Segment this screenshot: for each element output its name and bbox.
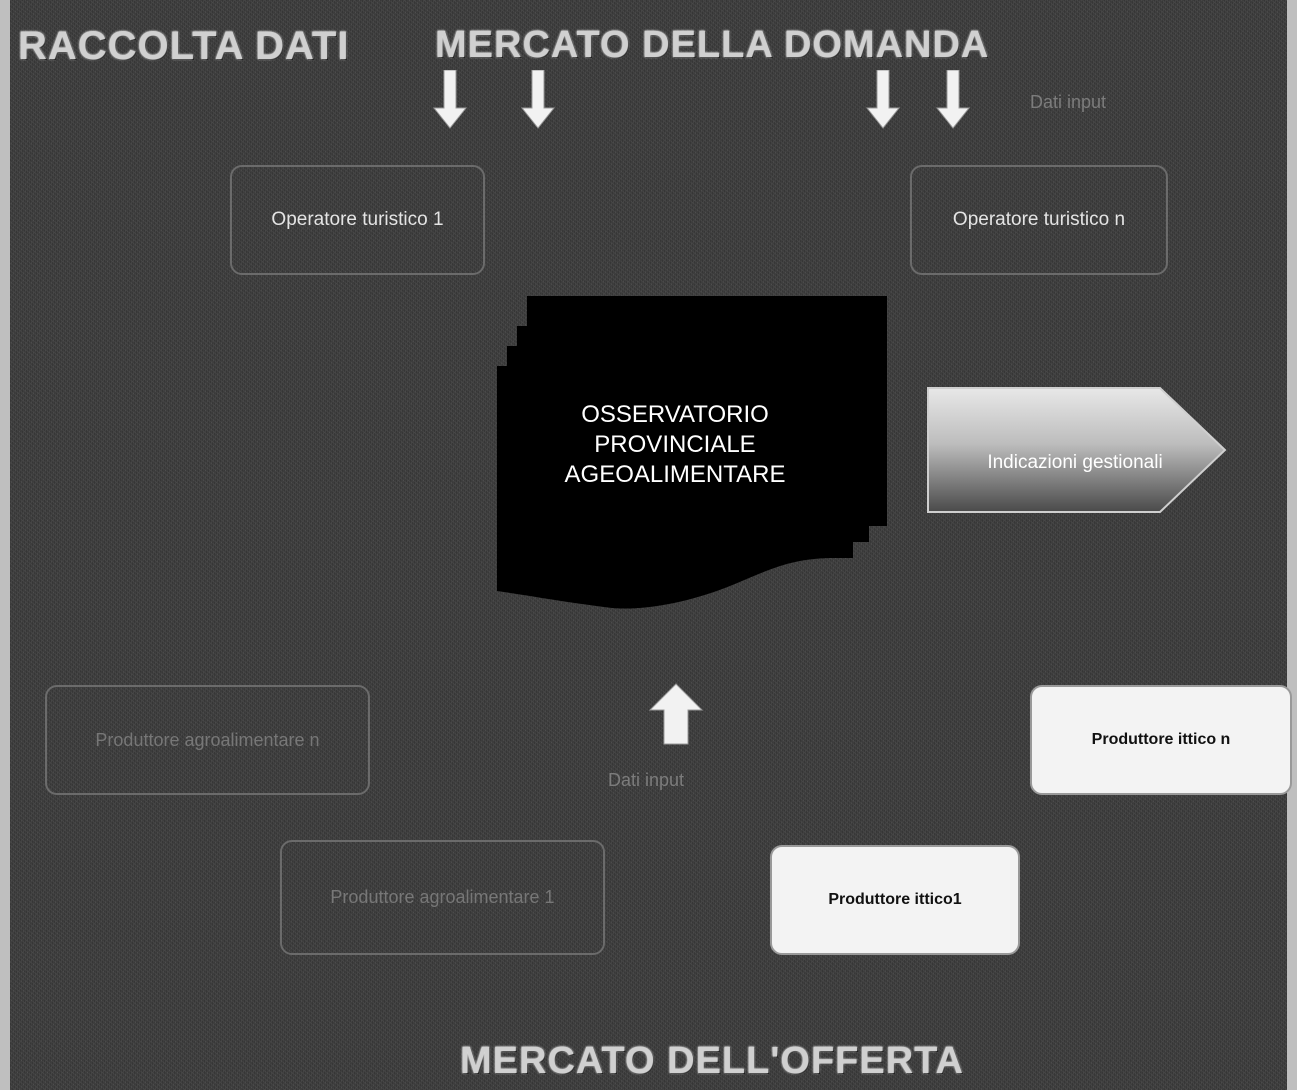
observatory-title: OSSERVATORIO PROVINCIALE AGEOALIMENTARE [510,400,840,490]
right-border [1287,0,1297,1090]
output-label: Indicazioni gestionali [987,452,1163,473]
output-arrow-shape [927,387,1227,513]
input-arrow-1 [432,70,468,129]
input-arrow-4 [935,70,971,129]
producer-fish-box-1: Produttore ittico1 [770,845,1020,955]
producer-agro-box-n: Produttore agroalimentare n [45,685,370,795]
left-border [0,0,10,1090]
producer-fish-box-n: Produttore ittico n [1030,685,1292,795]
operator-box-1: Operatore turistico 1 [230,165,485,275]
bottom-input-arrow [648,683,704,745]
producer-agro-box-1: Produttore agroalimentare 1 [280,840,605,955]
operator-box-n: Operatore turistico n [910,165,1168,275]
heading-supply-market: MERCATO DELL'OFFERTA [460,1040,964,1082]
observatory-line-1: OSSERVATORIO [581,401,769,428]
top-input-label: Dati input [1030,92,1107,112]
observatory-line-2: PROVINCIALE [594,431,756,458]
heading-demand-market: MERCATO DELLA DOMANDA [435,24,990,66]
bottom-input-label: Dati input [608,770,685,790]
observatory-line-3: AGEOALIMENTARE [564,461,786,488]
input-arrow-3 [865,70,901,129]
observatory-document-shape [497,296,887,609]
heading-data-collection: RACCOLTA DATI [18,24,350,68]
input-arrow-2 [520,70,556,129]
